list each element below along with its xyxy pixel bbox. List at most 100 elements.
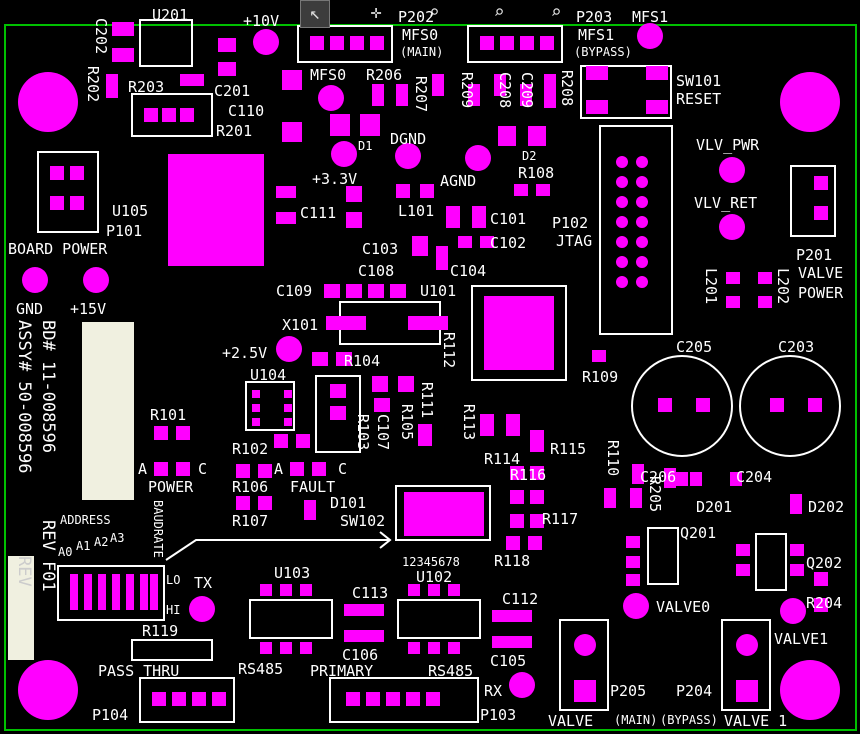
silk-outlines: [37, 19, 841, 723]
label-panel: [82, 322, 134, 500]
silk-R207: R207: [412, 76, 430, 113]
silk-C105: C105: [490, 652, 527, 670]
silk-R114: R114: [484, 450, 521, 468]
silk-DGND: DGND: [390, 130, 427, 148]
silk-X101: X101: [282, 316, 319, 334]
silk-nums: 12345678: [402, 555, 460, 569]
silk-VALVE0: VALVE0: [656, 598, 711, 616]
silk-plus10v: +10V: [243, 12, 280, 30]
silk-P202: P202: [398, 8, 435, 26]
silk-C208: C208: [496, 72, 514, 109]
silk-POWER_L: POWER: [148, 478, 194, 496]
silk-VLV_PWR: VLV_PWR: [696, 136, 760, 154]
silk-A2x: A2: [94, 535, 109, 549]
silk-RX: RX: [484, 682, 503, 700]
silk-C205: C205: [676, 338, 713, 356]
silk-SW102: SW102: [340, 512, 386, 530]
silk-U103: U103: [274, 564, 311, 582]
silk-R107: R107: [232, 512, 269, 530]
silk-BOARD_POWER: BOARD POWER: [8, 240, 108, 258]
silk-C110: C110: [228, 102, 265, 120]
rev-panel: [8, 556, 34, 660]
zoom-area-icon[interactable]: ⌕: [493, 2, 505, 23]
silk-U201: U201: [152, 6, 189, 24]
silk-JTAG: JTAG: [556, 232, 593, 250]
silk-R110: R110: [604, 440, 622, 477]
silk-C201: C201: [214, 82, 251, 100]
silk-P205: P205: [610, 682, 647, 700]
silk-A3x: A3: [110, 531, 125, 545]
silk-C2: C: [338, 460, 348, 478]
silk-C102: C102: [490, 234, 527, 252]
silk-P201: P201: [796, 246, 833, 264]
silk-L202: L202: [774, 268, 792, 305]
silk-VLV_RET: VLV_RET: [694, 194, 758, 212]
silk-R206: R206: [366, 66, 403, 84]
silk-RS485b: RS485: [428, 662, 474, 680]
silk-U105: U105: [112, 202, 149, 220]
silk-plus15V: +15V: [70, 300, 107, 318]
silk-BYPASSb: (BYPASS): [660, 713, 718, 727]
silk-ASSY: ASSY# 50-008596: [14, 320, 34, 474]
silk-MFS0: MFS0: [402, 26, 439, 44]
move-icon[interactable]: ✛: [370, 2, 382, 23]
test-points: [22, 23, 806, 698]
silk-C1: C: [198, 460, 208, 478]
silk-R106: R106: [232, 478, 269, 496]
silk-A1x: A1: [76, 539, 91, 553]
silk-P203: P203: [576, 8, 613, 26]
silk-C106: C106: [342, 646, 379, 664]
silk-C112: C112: [502, 590, 539, 608]
silk-R209: R209: [458, 72, 476, 109]
silk-BYPASS: (BYPASS): [574, 45, 632, 59]
silk-R203: R203: [128, 78, 165, 96]
silk-C202: C202: [92, 18, 110, 55]
zoom-in-icon[interactable]: ⌕: [428, 2, 440, 23]
silk-MAIN: (MAIN): [400, 45, 444, 59]
silk-L101: L101: [398, 202, 435, 220]
silk-C203: C203: [778, 338, 815, 356]
silk-P101: P101: [106, 222, 143, 240]
silk-R202: R202: [84, 66, 102, 103]
mounting-holes: [18, 72, 840, 720]
silk-R204: R204: [806, 594, 843, 612]
silk-BD: BD# 11-008596: [38, 320, 58, 454]
silk-C111: C111: [300, 204, 337, 222]
silk-GND: GND: [16, 300, 44, 318]
silk-MFS1b: MFS1: [578, 26, 615, 44]
viewer-toolbar: ↖ ✛ ⌕ ⌕ ⌕: [290, 0, 570, 30]
silk-P204: P204: [676, 682, 713, 700]
silk-R116: R116: [510, 466, 547, 484]
silk-R105: R105: [398, 404, 416, 441]
zoom-out-icon[interactable]: ⌕: [550, 2, 562, 23]
silk-VALVE1: VALVE1: [774, 630, 829, 648]
silk-PRIMARY: PRIMARY: [310, 662, 374, 680]
pointer-icon[interactable]: ↖: [300, 0, 330, 28]
silk-C107: C107: [374, 414, 392, 451]
silk-RS485a: RS485: [238, 660, 284, 678]
silk-R205: R205: [646, 476, 664, 513]
silk-REVtxt: REV: [14, 556, 34, 587]
silk-LO: LO: [166, 573, 181, 587]
silk-R111: R111: [418, 382, 436, 419]
silk-MAINb: (MAIN): [614, 713, 658, 727]
board-edge: [4, 24, 857, 731]
silk-A2: A: [274, 460, 284, 478]
silk-MFS1a: MFS1: [632, 8, 669, 26]
silk-C206: C206: [640, 468, 677, 486]
silk-C104: C104: [450, 262, 487, 280]
silk-R118: R118: [494, 552, 531, 570]
silk-R115: R115: [550, 440, 587, 458]
silk-R108: R108: [518, 164, 555, 182]
silk-P102: P102: [552, 214, 589, 232]
silk-R117: R117: [542, 510, 579, 528]
silk-C204: C204: [736, 468, 773, 486]
silk-R102: R102: [232, 440, 269, 458]
silk-D101: D101: [330, 494, 367, 512]
silk-A1: A: [138, 460, 148, 478]
silk-MFS0b: MFS0: [310, 66, 347, 84]
silk-VALVE: VALVE: [798, 264, 844, 282]
silk-C113: C113: [352, 584, 389, 602]
silk-U101: U101: [420, 282, 457, 300]
